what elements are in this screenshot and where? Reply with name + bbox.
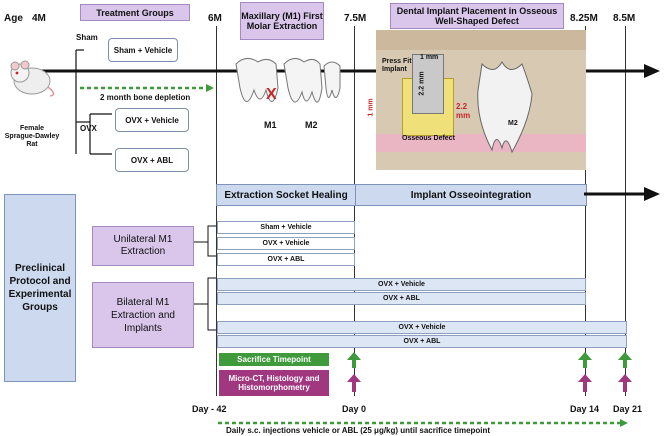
uni-row-1: Sham + Vehicle	[217, 221, 355, 234]
legend-sacrifice: Sacrifice Timepoint	[219, 353, 329, 366]
injection-label: Daily s.c. injections vehicle or ABL (25…	[226, 426, 491, 435]
day-0: Day 0	[342, 404, 367, 414]
tick-4m: 4M	[32, 13, 46, 24]
bi-row-a1: OVX + Vehicle	[217, 278, 586, 291]
sham-label: Sham	[76, 33, 98, 42]
implant-inset	[376, 30, 586, 170]
dim-2-2mm-horizontal: 2.2 mm	[456, 102, 471, 120]
inset-gingiva	[376, 30, 586, 50]
markers-day14	[578, 352, 592, 392]
phase-arrow	[584, 187, 660, 201]
guide-8-25m	[585, 26, 586, 396]
injection-arrow	[218, 419, 628, 427]
markers-day21	[618, 352, 632, 392]
tick-8-25m: 8.25M	[570, 13, 598, 24]
tooth-m2-label: M2	[305, 120, 318, 130]
unilateral-box: Unilateral M1 Extraction	[92, 226, 194, 266]
bi-row-b1: OVX + Vehicle	[217, 321, 627, 334]
treatment-groups-header: Treatment Groups	[80, 4, 190, 21]
protocol-title-box: Preclinical Protocol and Experimental Gr…	[4, 194, 76, 382]
bi-row-a2: OVX + ABL	[217, 292, 586, 305]
dim-1mm-top: 1 mm	[420, 54, 439, 61]
implant-post	[412, 54, 444, 114]
inset-m2-label: M2	[508, 120, 518, 127]
day-minus-42: Day - 42	[192, 404, 227, 414]
phase-healing: Extraction Socket Healing	[216, 184, 356, 206]
dim-1mm-side: 1 mm	[367, 98, 375, 117]
uni-row-3: OVX + ABL	[217, 253, 355, 266]
bilateral-box: Bilateral M1 Extraction and Implants	[92, 282, 194, 348]
legend-microct: Micro-CT, Histology and Histomorphometry	[219, 370, 329, 396]
ovx-label: OVX	[80, 124, 97, 133]
osseous-defect-label: Osseous Defect	[402, 135, 455, 142]
extraction-header: Maxillary (M1) First Molar Extraction	[240, 2, 324, 40]
tooth-m1-label: M1	[264, 120, 277, 130]
ovx-abl-box: OVX + ABL	[115, 148, 189, 172]
implant-header: Dental Implant Placement in Osseous Well…	[390, 3, 564, 29]
tick-6m: 6M	[208, 13, 222, 24]
rat-icon	[10, 60, 55, 97]
inset-bone-band	[376, 134, 586, 152]
phase-osseointegration: Implant Osseointegration	[355, 184, 587, 206]
group-tree-lines	[75, 49, 112, 155]
depletion-arrow	[80, 84, 214, 92]
guide-8-5m	[625, 26, 626, 396]
markers-day0	[347, 352, 361, 392]
sham-vehicle-box: Sham + Vehicle	[108, 38, 178, 62]
tick-8-5m: 8.5M	[613, 13, 636, 24]
age-label: Age	[4, 13, 23, 24]
ovx-vehicle-box: OVX + Vehicle	[115, 108, 189, 132]
guide-6m	[216, 26, 217, 396]
day-21: Day 21	[613, 404, 643, 414]
extraction-x-mark: X	[266, 86, 277, 103]
bi-row-b2: OVX + ABL	[217, 335, 627, 348]
guide-7-5m	[354, 26, 355, 396]
press-fit-label: Press Fit Implant	[382, 58, 412, 73]
dim-2-2mm-vertical: 2.2 mm	[418, 71, 426, 96]
rat-label: Female Sprague-Dawley Rat	[4, 125, 60, 148]
depletion-label: 2 month bone depletion	[100, 93, 191, 102]
molar-teeth-illustration	[235, 58, 341, 103]
protocol-brackets	[194, 225, 216, 331]
uni-row-2: OVX + Vehicle	[217, 237, 355, 250]
tick-7-5m: 7.5M	[344, 13, 367, 24]
tooth-m2-inset-icon	[477, 60, 533, 154]
day-14: Day 14	[570, 404, 600, 414]
